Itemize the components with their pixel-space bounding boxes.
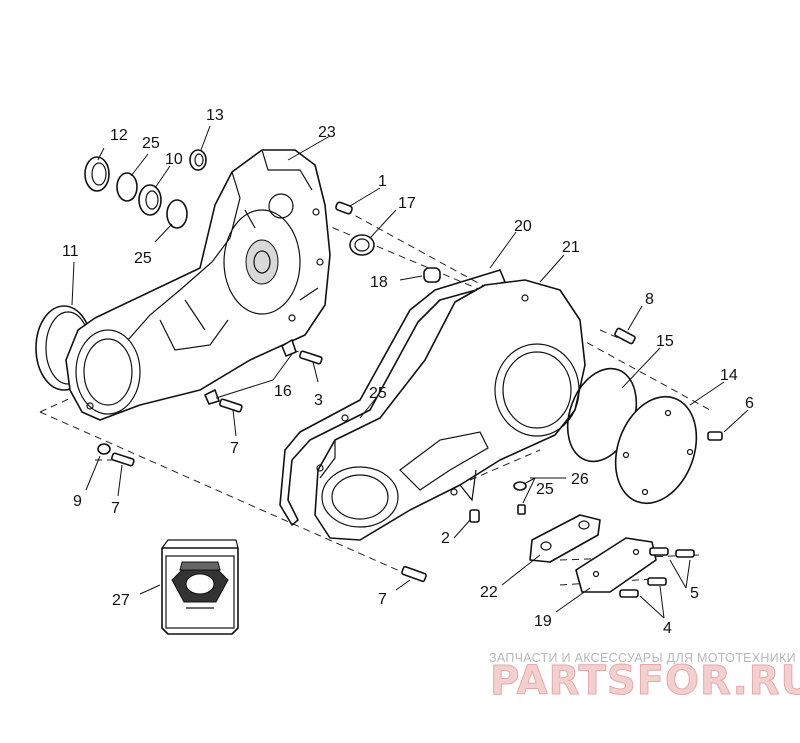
callout-25-lower: 25 [134,250,152,267]
bearing-part-11 [138,184,162,216]
callout-2: 2 [441,530,450,547]
callout-1: 1 [378,173,387,190]
derby-cover-part-15 [614,395,698,505]
retaining-ring-part-25-lower [166,199,188,229]
bolt-part-9 [614,327,636,345]
callout-8: 7 [378,591,387,608]
callout-29: 27 [112,592,130,609]
callout-27: 25 [536,481,554,498]
bolt-part-3 [299,350,323,365]
callout-15: 14 [720,367,738,384]
seal-part-18 [349,234,375,256]
callout-23: 22 [480,584,498,601]
callout-11: 10 [165,151,183,168]
callout-labels: 12 25 10 13 23 25 11 1 17 20 21 18 8 15 … [62,107,754,637]
washer-part-10 [97,443,111,455]
callout-26: 25 [369,385,387,402]
callout-4: 4 [663,620,672,637]
callout-10: 9 [73,493,82,510]
callout-5: 5 [690,585,699,602]
leader-lines [71,125,749,619]
callout-7-lower: 7 [111,500,120,517]
callout-7-upper: 7 [230,440,239,457]
bolt-part-6 [707,431,723,441]
callout-24: 23 [318,124,336,141]
callout-9: 8 [645,291,654,308]
gasket-part-23 [529,514,601,563]
callout-22: 21 [562,239,580,256]
seal-part-13 [84,156,110,192]
inner-primary-housing-part-24 [65,149,331,421]
callout-20: 19 [534,613,552,630]
callout-13: 12 [110,127,128,144]
bolt-part-8 [401,565,427,583]
drain-plug-part-2 [469,509,480,523]
callout-21: 20 [514,218,532,235]
watermark-tagline: ЗАПЧАСТИ И АКСЕССУАРЫ ДЛЯ МОТОТЕХНИКИ [489,651,796,665]
callout-16: 15 [656,333,674,350]
callout-25-upper: 25 [142,135,160,152]
dowel-part-1 [335,201,353,215]
callout-3: 3 [314,392,323,409]
callout-19: 18 [370,274,388,291]
callout-17: 16 [274,383,292,400]
bolt-part-7-upper [219,398,243,413]
washer-part-17 [204,339,297,405]
inspection-cover-part-20 [575,537,657,593]
outer-primary-cover-part-22 [314,279,586,541]
screws-part-4 [619,577,667,598]
gasket-part-21 [279,269,506,526]
watermark: ЗАПЧАСТИ И АКСЕССУАРЫ ДЛЯ МОТОТЕХНИКИ PA… [489,651,800,705]
watermark-brand: PARTSFOR.RU [490,658,800,704]
retaining-ring-part-25-upper [116,172,138,202]
callout-6: 6 [745,395,754,412]
bolt-part-7-lower [111,452,135,467]
o-ring-part-27 [513,481,527,515]
screws-part-5 [649,547,695,558]
callout-14: 13 [206,107,224,124]
callout-18: 17 [398,195,416,212]
parts-kit-box-part-29 [161,539,239,635]
bushing-part-14 [189,149,207,171]
callout-28: 26 [571,471,589,488]
plug-part-19 [423,267,441,283]
callout-12: 11 [62,243,79,260]
